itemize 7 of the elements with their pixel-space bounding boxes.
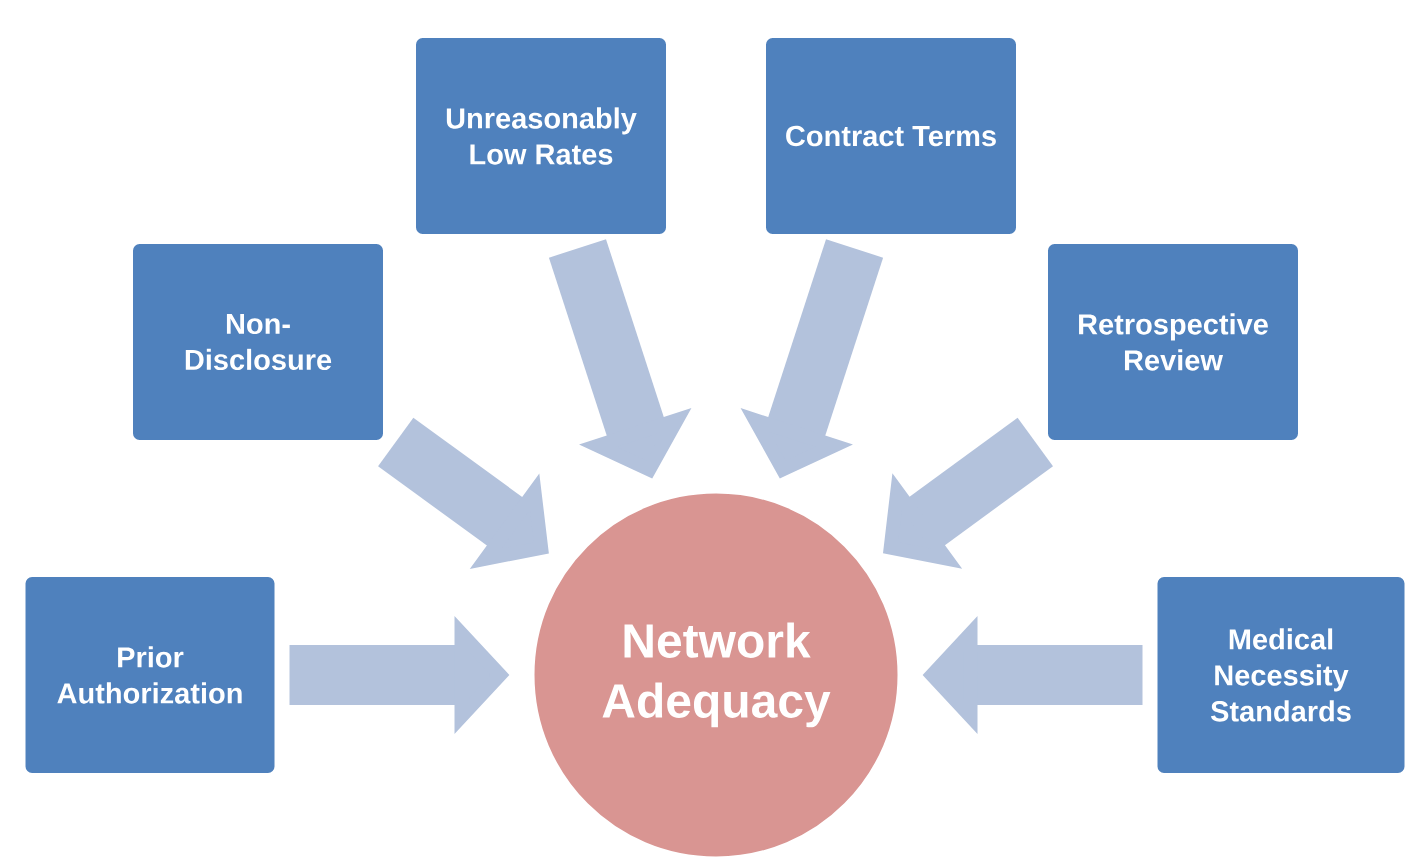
topic-box: Retrospective Review: [1045, 241, 1301, 443]
topic-box: Non-Disclosure: [130, 241, 386, 443]
topic-box: Contract Terms: [763, 35, 1019, 237]
topic-box: Medical Necessity Standards: [1154, 574, 1408, 776]
topic-box: Prior Authorization: [22, 574, 278, 776]
block-arrow: [883, 417, 1053, 569]
topic-box: Unreasonably Low Rates: [413, 35, 669, 237]
